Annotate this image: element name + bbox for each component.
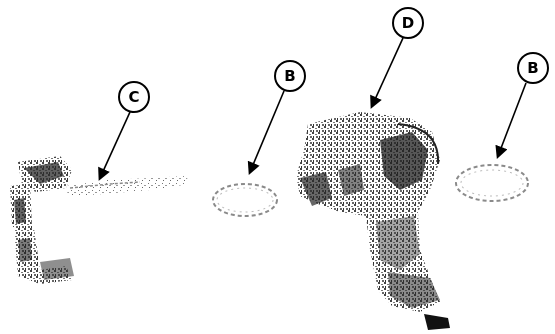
callout-b-left-circle: [274, 60, 306, 92]
left-bracket-part: [10, 156, 74, 284]
callout-d-circle: [392, 7, 424, 39]
callout-b-right-circle: [517, 52, 549, 84]
washer-part-b-left: [212, 183, 278, 217]
callout-c-letter: C: [128, 88, 139, 106]
callout-b-right-letter: B: [527, 59, 538, 77]
rod-part-c: [66, 176, 190, 196]
callout-b-left-leader: [247, 90, 285, 175]
callout-b-left: B: [247, 60, 306, 175]
callout-d-letter: D: [402, 14, 414, 32]
washer-part-b-right: [455, 164, 529, 202]
callout-b-left-letter: B: [284, 67, 295, 85]
callout-c: C: [98, 81, 150, 181]
callout-c-circle: [118, 81, 150, 113]
callout-d: D: [370, 7, 424, 109]
callout-b-right-leader: [495, 82, 527, 159]
main-body-part-d: [296, 112, 450, 330]
callout-c-leader: [98, 111, 131, 181]
callout-b-right: B: [495, 52, 549, 159]
callout-d-leader: [370, 37, 404, 109]
